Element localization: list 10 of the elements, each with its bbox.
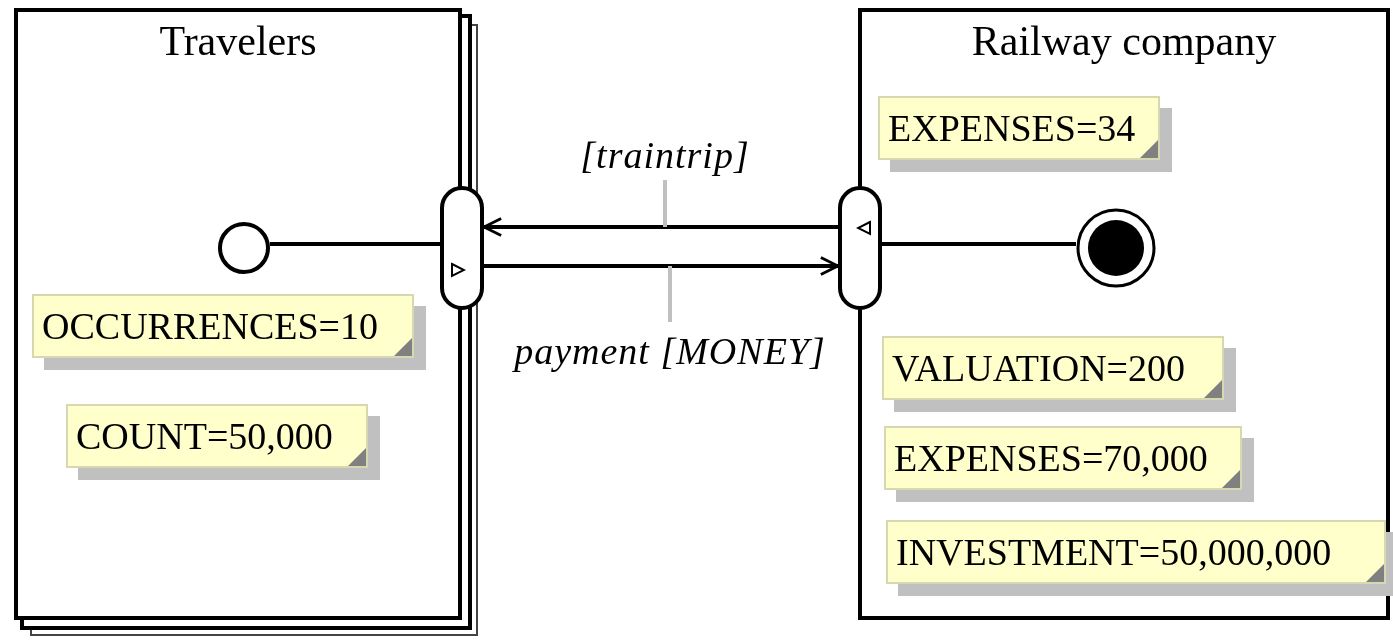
value-transfer-arrow: [484, 256, 840, 276]
value-transfer-arrow: [482, 217, 838, 237]
actor-box: [858, 8, 1390, 620]
actor-title: Travelers: [158, 18, 318, 65]
connection-line: [270, 242, 440, 246]
value-interface: [838, 186, 882, 310]
connection-line: [882, 242, 1076, 246]
actor-title: Railway company: [970, 18, 1278, 65]
start-stimulus-circle: [218, 222, 270, 274]
end-stimulus-circle: [1076, 208, 1156, 288]
